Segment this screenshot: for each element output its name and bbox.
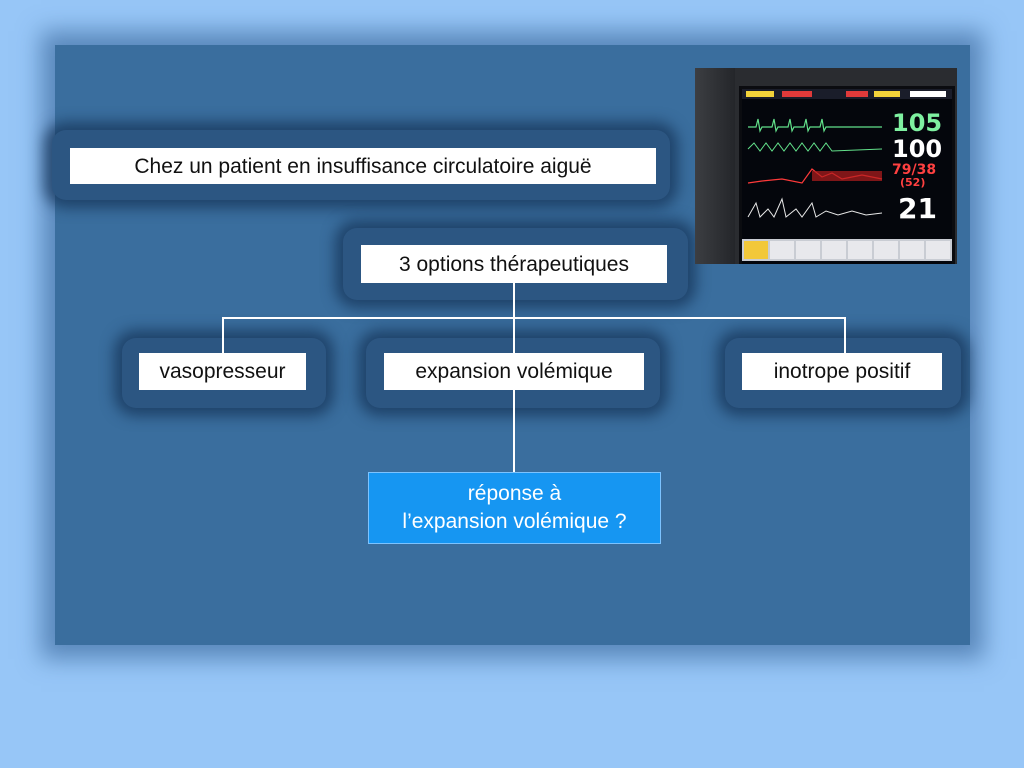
- monitor-softkey-bar: [742, 239, 952, 261]
- monitor-bezel: [695, 68, 735, 264]
- monitor-waveforms: [747, 118, 883, 218]
- monitor-status-strip: [742, 89, 952, 99]
- patient-monitor-image: 105 100 79/38 (52) 21: [695, 68, 957, 264]
- option-box-inotrope: inotrope positif: [742, 353, 942, 390]
- connector-to-question: [513, 390, 515, 472]
- monitor-heart-rate: 105: [892, 109, 943, 137]
- question-box: réponse à l’expansion volémique ?: [368, 472, 661, 544]
- monitor-bp-mean: (52): [900, 176, 926, 189]
- connector-to-inotrope: [844, 317, 846, 353]
- monitor-screen: 105 100 79/38 (52) 21: [739, 86, 955, 264]
- monitor-spo2: 100: [892, 135, 943, 163]
- connector-to-expansion: [513, 317, 515, 353]
- connector-horizontal: [222, 317, 846, 319]
- root-box: 3 options thérapeutiques: [361, 245, 667, 283]
- monitor-blood-pressure: 79/38: [892, 162, 937, 178]
- connector-root-down: [513, 283, 515, 319]
- connector-to-vasopresseur: [222, 317, 224, 353]
- question-line-1: réponse à: [467, 481, 562, 505]
- option-box-expansion: expansion volémique: [384, 353, 644, 390]
- option-box-vasopresseur: vasopresseur: [139, 353, 306, 390]
- context-box: Chez un patient en insuffisance circulat…: [70, 148, 656, 184]
- monitor-resp-rate: 21: [898, 192, 937, 225]
- question-line-2: l’expansion volémique ?: [402, 510, 627, 533]
